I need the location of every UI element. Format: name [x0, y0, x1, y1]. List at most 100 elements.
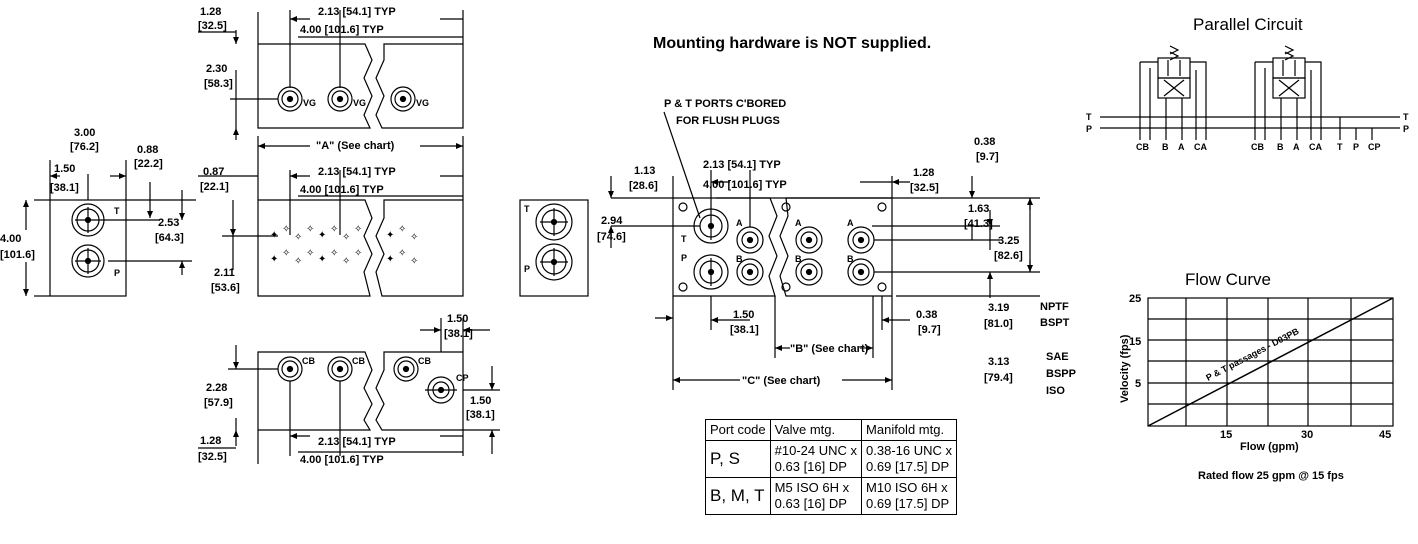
flow-curve-x-label: Flow (gpm) — [1240, 441, 1299, 453]
svg-text:✧: ✧ — [294, 232, 302, 243]
table-cell-line: 0.63 [16] DP — [774, 459, 847, 474]
thread-iso: ISO — [1046, 385, 1065, 397]
svg-text:✦: ✦ — [270, 230, 278, 241]
a-chart-label: "A" (See chart) — [316, 140, 395, 152]
dim-2-13-typ-mid: 2.13 [54.1] TYP — [318, 166, 396, 178]
flow-curve-y-label: Velocity (fps) — [1119, 334, 1131, 403]
callout-flush-plugs: FOR FLUSH PLUGS — [676, 115, 780, 127]
svg-text:✧: ✧ — [410, 256, 418, 267]
svg-text:✧: ✧ — [342, 256, 350, 267]
bottom-port-3 — [393, 356, 419, 382]
front-port-p-label: P — [681, 253, 687, 263]
table-cell-line: 0.69 [17.5] DP — [866, 459, 950, 474]
dim-1-50-front: 1.50 — [733, 309, 754, 321]
dim-38-1-cp: [38.1] — [444, 328, 473, 340]
port-label-vg-3: VG — [416, 98, 429, 108]
flow-curve-y-tick-25: 25 — [1129, 293, 1141, 305]
flow-curve-x-tick-15: 15 — [1220, 429, 1232, 441]
svg-text:✧: ✧ — [306, 224, 314, 235]
table-header: Port code — [705, 419, 771, 441]
dim-1-28-bot: 1.28 — [200, 435, 221, 447]
front-view — [608, 111, 1040, 390]
port-label-vg-1: VG — [303, 98, 316, 108]
pc-label-t: T — [1337, 142, 1343, 152]
svg-text:✦: ✦ — [270, 254, 278, 265]
svg-text:✧: ✧ — [294, 256, 302, 267]
svg-text:✧: ✧ — [282, 248, 290, 259]
dim-1-50-b: 1.50 — [470, 395, 491, 407]
pc-label-ca-2: CA — [1309, 142, 1322, 152]
svg-text:✧: ✧ — [354, 248, 362, 259]
dim-82-6: [82.6] — [994, 250, 1023, 262]
dim-0-87: 0.87 — [203, 166, 224, 178]
dim-1-63: 1.63 — [968, 203, 989, 215]
table-cell-line: 0.63 [16] DP — [774, 496, 847, 511]
dim-76-2: [76.2] — [70, 141, 99, 153]
pc-label-b-1: B — [1162, 142, 1169, 152]
right-end-view — [519, 199, 589, 297]
flow-curve-line — [1147, 297, 1394, 427]
flow-curve-x-tick-30: 30 — [1301, 429, 1313, 441]
dim-2-53: 2.53 — [158, 217, 179, 229]
dim-2-94: 2.94 — [601, 215, 623, 227]
dim-9-7-front: [9.7] — [918, 324, 941, 336]
top-port-2 — [327, 86, 353, 112]
end-port-2 — [71, 244, 105, 278]
c-chart-label: "C" (See chart) — [742, 375, 821, 387]
svg-text:✦: ✦ — [318, 230, 326, 241]
bottom-port-2 — [327, 356, 353, 382]
svg-text:✧: ✧ — [410, 232, 418, 243]
end-view-p-label: P — [114, 268, 120, 278]
dim-22-2: [22.2] — [134, 158, 163, 170]
right-end-t-label: T — [524, 204, 530, 214]
dim-2-11: 2.11 — [214, 267, 235, 279]
pc-label-a-2: A — [1293, 142, 1300, 152]
dim-41-3: [41.3] — [964, 218, 993, 230]
flow-curve-title: Flow Curve — [1185, 270, 1271, 289]
callout-cbored: P & T PORTS C'BORED — [664, 98, 786, 110]
dim-64-3: [64.3] — [155, 232, 184, 244]
port-label-cb-1: CB — [302, 356, 315, 366]
table-cell-line: 0.38-16 UNC x — [866, 443, 953, 458]
end-view — [23, 160, 196, 297]
dim-28-6: [28.6] — [629, 180, 658, 192]
table-header-row: Port code Valve mtg. Manifold mtg. — [705, 419, 958, 441]
pc-label-a-1: A — [1178, 142, 1185, 152]
dim-58-3: [58.3] — [204, 78, 233, 90]
pc-label-ca-1: CA — [1194, 142, 1207, 152]
front-port-b1 — [736, 258, 764, 286]
table-header: Valve mtg. — [769, 419, 863, 441]
top-port-1 — [277, 86, 303, 112]
front-port-b-label-2: B — [795, 254, 802, 264]
pc-left-t: T — [1086, 112, 1092, 122]
dim-2-28: 2.28 — [206, 382, 227, 394]
svg-text:✧: ✧ — [282, 224, 290, 235]
port-label-cb-3: CB — [418, 356, 431, 366]
thread-bspt: BSPT — [1040, 317, 1070, 329]
bottom-view — [198, 318, 500, 464]
b-chart-label: "B" (See chart) — [790, 343, 869, 355]
dim-22-1: [22.1] — [200, 181, 229, 193]
end-view-t-label: T — [114, 206, 120, 216]
front-port-a1 — [736, 226, 764, 254]
table-cell-line: #10-24 UNC x — [774, 443, 858, 458]
dim-32-5-bot: [32.5] — [198, 451, 227, 463]
dim-2-13-typ-bot: 2.13 [54.1] TYP — [318, 436, 396, 448]
dim-32-5-front: [32.5] — [910, 182, 939, 194]
parallel-circuit-title: Parallel Circuit — [1193, 15, 1303, 34]
dim-4-00-typ-mid: 4.00 [101.6] TYP — [300, 184, 384, 196]
dim-53-6: [53.6] — [211, 282, 240, 294]
flow-curve-y-tick-15: 15 — [1129, 336, 1141, 348]
svg-text:✧: ✧ — [306, 248, 314, 259]
pc-label-p: P — [1353, 142, 1359, 152]
right-end-p-label: P — [524, 264, 530, 274]
dim-81-0: [81.0] — [984, 318, 1013, 330]
dim-1-28-front: 1.28 — [913, 167, 934, 179]
svg-text:✧: ✧ — [342, 232, 350, 243]
dim-79-4: [79.4] — [984, 372, 1013, 384]
svg-text:✧: ✧ — [398, 248, 406, 259]
